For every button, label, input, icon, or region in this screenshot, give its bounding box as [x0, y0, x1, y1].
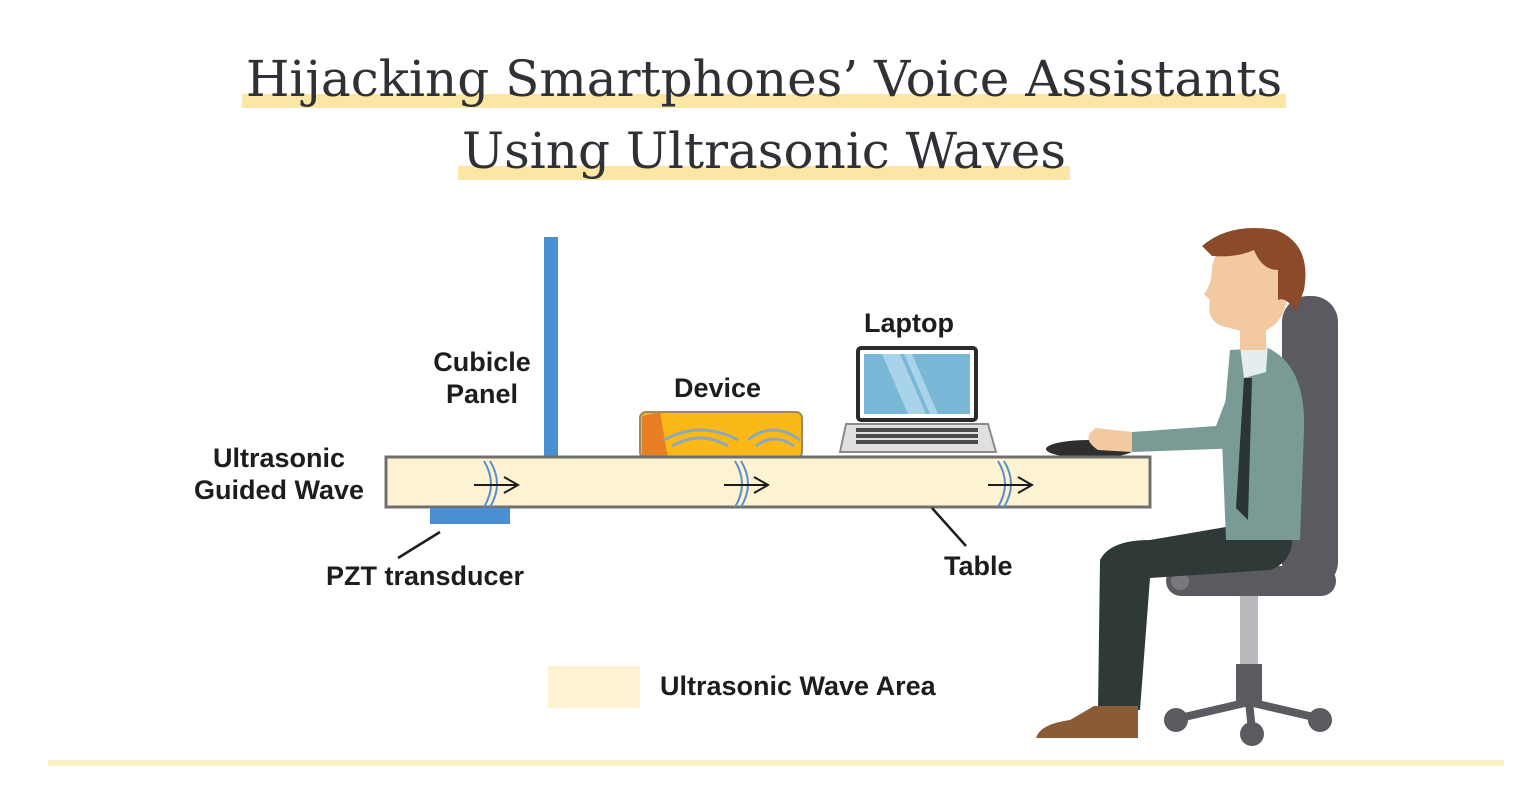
- device-illustration: [639, 411, 803, 459]
- table-label: Table: [944, 551, 1013, 581]
- laptop-illustration: [838, 346, 998, 453]
- table-leader-line: [931, 507, 967, 547]
- legend-label: Ultrasonic Wave Area: [660, 671, 936, 701]
- bottom-divider: [48, 760, 1504, 766]
- wave-arrow-1: [474, 460, 521, 508]
- cubicle-panel: [544, 237, 558, 458]
- laptop-label: Laptop: [864, 308, 954, 338]
- wave-arrow-3: [988, 460, 1035, 508]
- cubicle-panel-label: Cubicle Panel: [433, 347, 531, 410]
- legend-swatch: [548, 666, 640, 708]
- device-label: Device: [674, 373, 762, 403]
- pzt-transducer-label: PZT transducer: [326, 561, 525, 591]
- ultrasonic-guided-wave-label: Ultrasonic Guided Wave: [193, 443, 365, 506]
- pzt-transducer: [430, 508, 510, 524]
- wave-arrow-2: [724, 460, 771, 508]
- table-surface: [384, 455, 1152, 509]
- pzt-leader-line: [397, 530, 441, 560]
- person-illustration: [1036, 228, 1306, 738]
